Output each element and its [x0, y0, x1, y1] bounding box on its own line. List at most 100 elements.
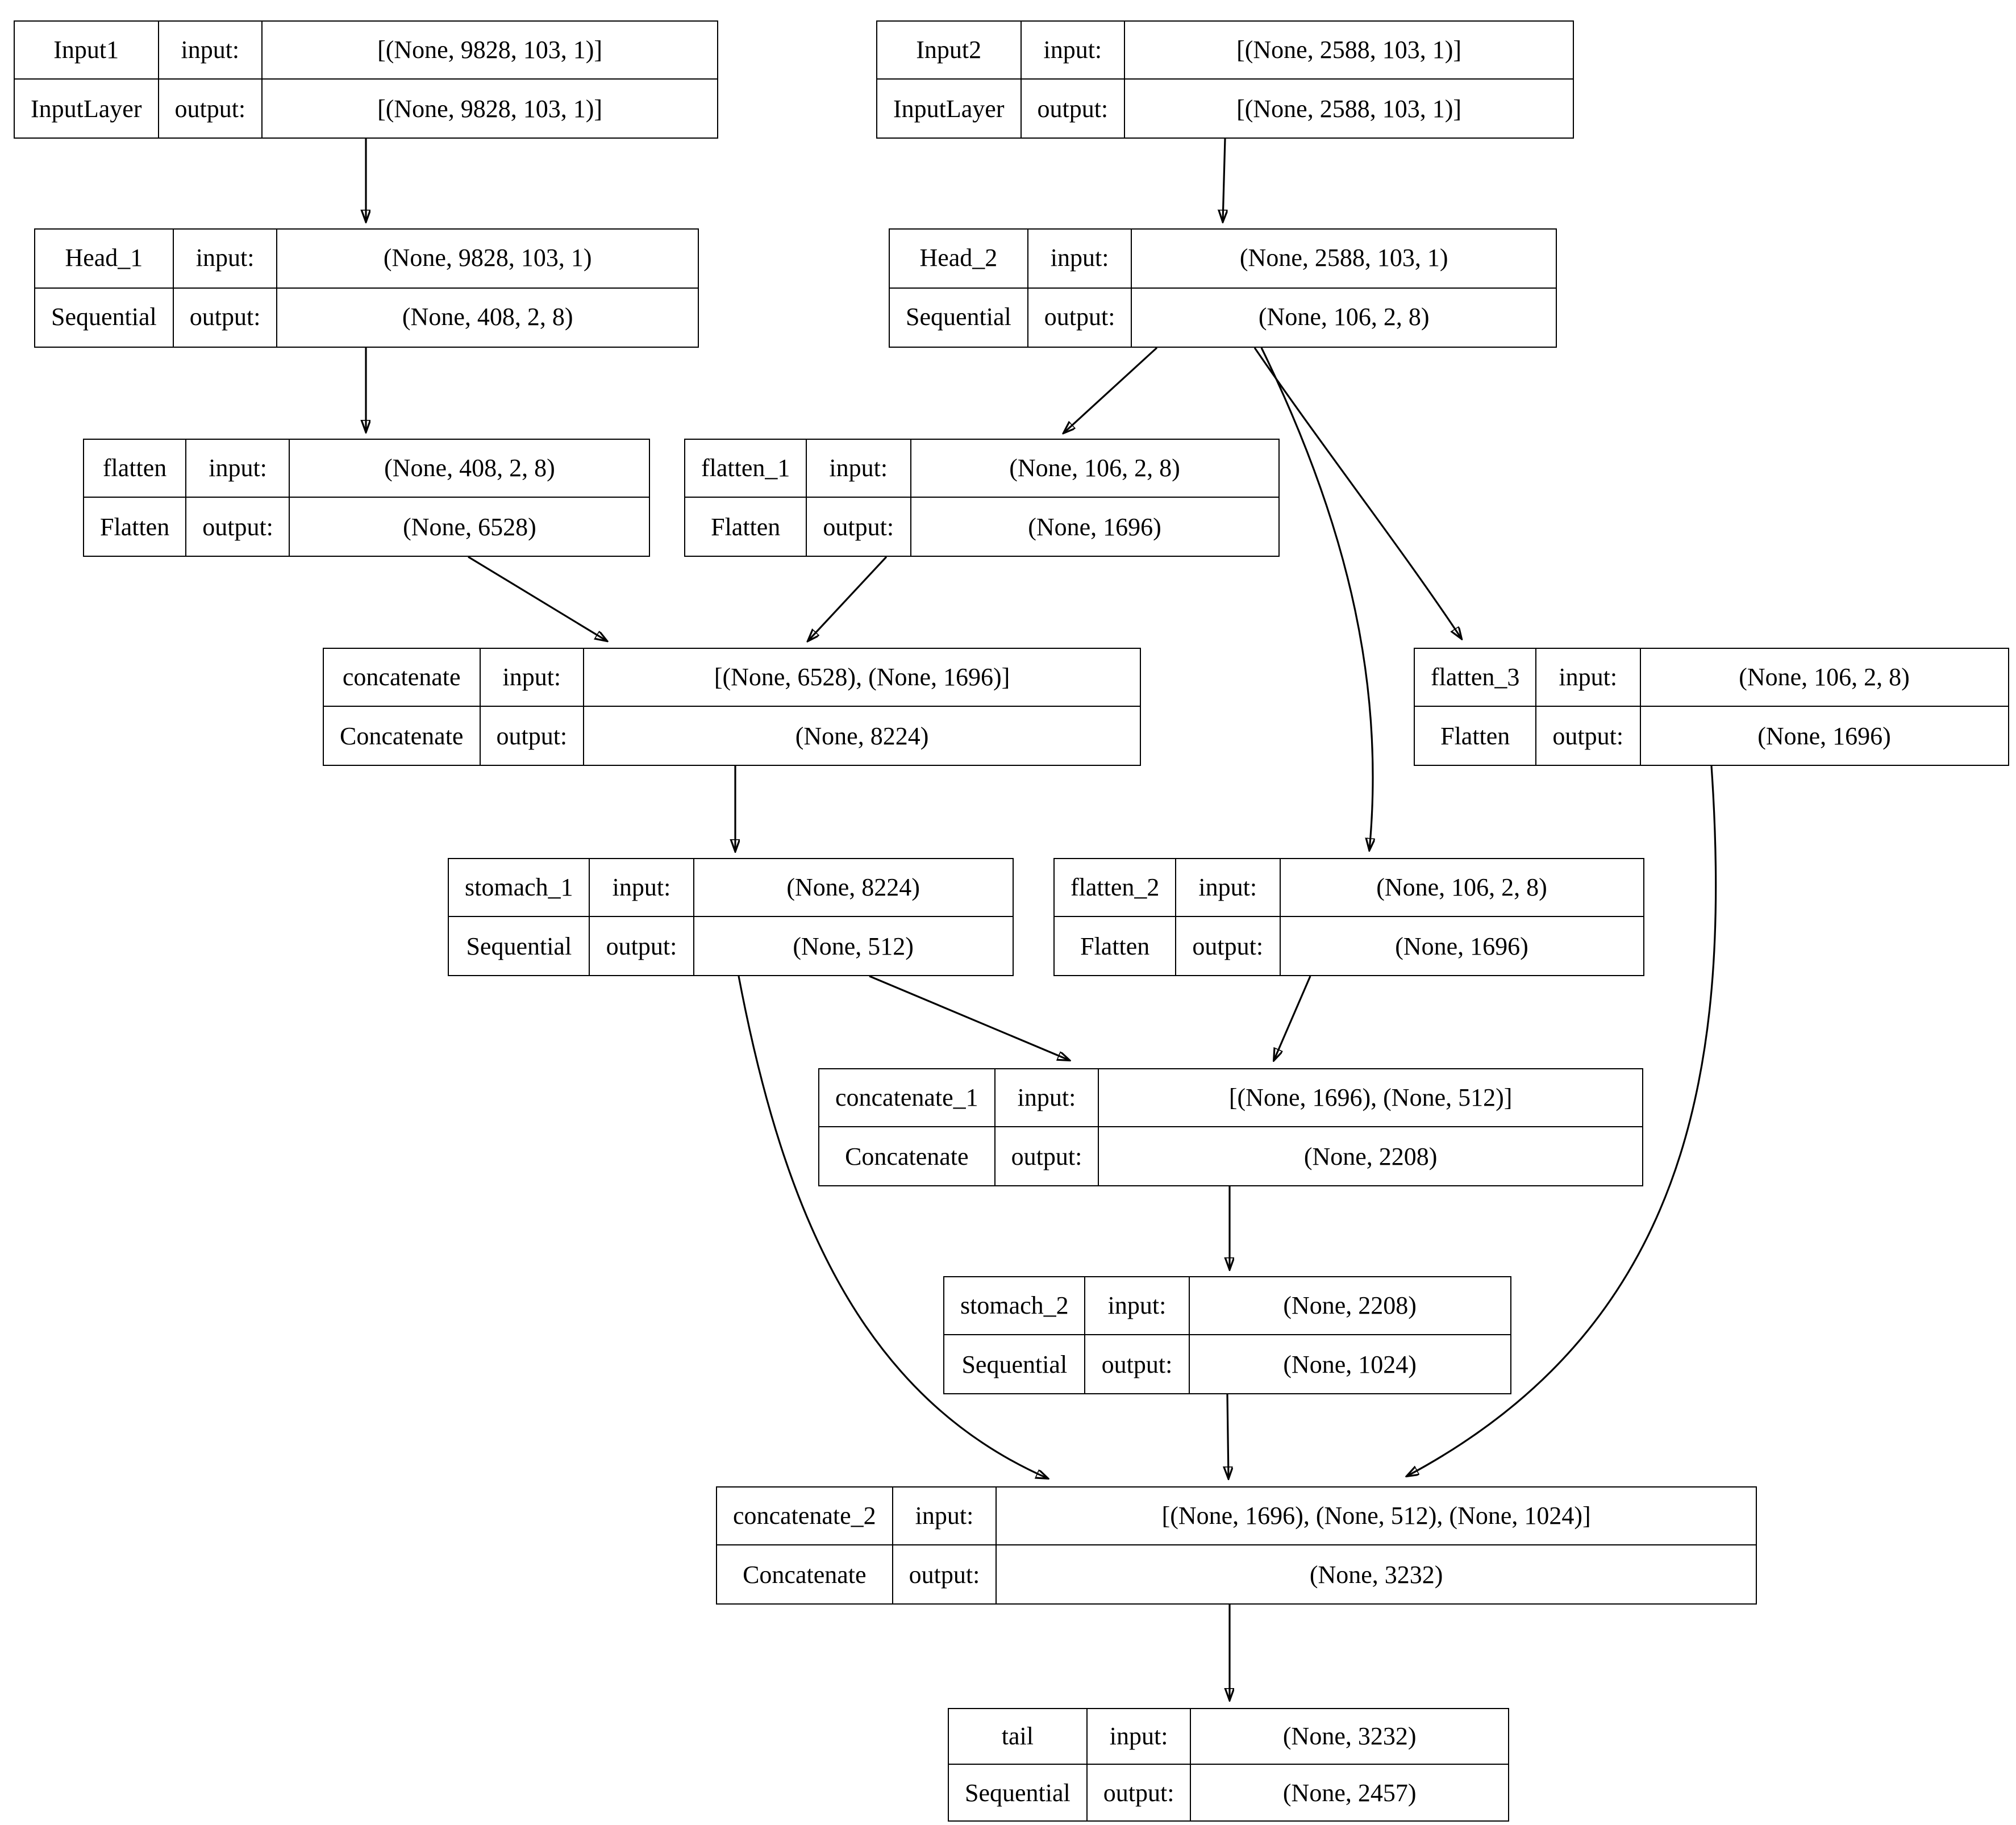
output-shape: (None, 408, 2, 8): [402, 302, 573, 331]
input-shape: (None, 3232): [1191, 1709, 1508, 1765]
layer-name: concatenate: [324, 649, 481, 707]
input-shape: [(None, 9828, 103, 1)]: [263, 22, 717, 80]
edge-input2-head2: [1223, 138, 1225, 222]
node-head-2: Head_2 input: (None, 2588, 103, 1) Seque…: [889, 228, 1557, 348]
output-shape: (None, 1024): [1283, 1349, 1417, 1378]
output-label: output:: [159, 80, 263, 138]
layer-type: Sequential: [449, 917, 590, 975]
output-shape: (None, 1696): [1028, 512, 1161, 540]
output-shape: [(None, 9828, 103, 1)]: [377, 94, 603, 122]
edge-head2-flatten3: [1253, 347, 1461, 639]
output-label: output:: [186, 498, 290, 556]
input-shape: (None, 106, 2, 8): [1640, 649, 2008, 707]
output-shape: (None, 6528): [403, 512, 536, 540]
edge-head2-flatten2: [1260, 347, 1373, 850]
layer-type: Sequential: [890, 288, 1028, 347]
output-label: output:: [995, 1127, 1099, 1185]
edge-flatten-concatenate: [468, 556, 607, 641]
layer-name: Input1: [15, 22, 159, 80]
layer-type: Flatten: [84, 498, 187, 556]
input-label: input:: [1028, 230, 1132, 288]
node-concatenate: concatenate input: [(None, 6528), (None,…: [323, 648, 1141, 766]
output-label: output:: [893, 1545, 997, 1603]
layer-type: Sequential: [35, 288, 174, 347]
input-label: input:: [186, 440, 290, 498]
output-shape: (None, 2457): [1282, 1778, 1417, 1806]
output-label: output:: [1536, 707, 1641, 765]
layer-type: InputLayer: [877, 80, 1022, 138]
layer-type: Concatenate: [324, 707, 481, 765]
layer-type: Concatenate: [717, 1545, 893, 1603]
node-concatenate-1: concatenate_1 input: [(None, 1696), (Non…: [818, 1068, 1643, 1186]
output-label: output:: [174, 288, 278, 347]
layer-name: concatenate_2: [717, 1488, 893, 1545]
layer-type: Sequential: [949, 1765, 1088, 1820]
input-shape: (None, 2208): [1189, 1277, 1510, 1335]
layer-type: InputLayer: [15, 80, 159, 138]
node-stomach-1: stomach_1 input: (None, 8224) Sequential…: [448, 858, 1014, 976]
output-label: output:: [1088, 1765, 1192, 1820]
layer-type: Flatten: [1415, 707, 1537, 765]
layer-name: flatten_3: [1415, 649, 1537, 707]
edge-stomach2-concatenate2: [1227, 1394, 1228, 1478]
layer-name: flatten_2: [1055, 859, 1177, 917]
input-shape: [(None, 1696), (None, 512)]: [1099, 1069, 1642, 1127]
input-label: input:: [480, 649, 585, 707]
layer-name: stomach_2: [944, 1277, 1086, 1335]
node-head-1: Head_1 input: (None, 9828, 103, 1) Seque…: [34, 228, 699, 348]
output-shape: (None, 8224): [795, 721, 929, 749]
output-shape: [(None, 2588, 103, 1)]: [1236, 94, 1462, 122]
output-shape: (None, 106, 2, 8): [1258, 302, 1430, 331]
input-shape: (None, 106, 2, 8): [1280, 859, 1643, 917]
layer-type: Sequential: [944, 1335, 1086, 1393]
layer-name: concatenate_1: [819, 1069, 995, 1127]
layer-name: tail: [949, 1709, 1088, 1765]
layer-type: Concatenate: [819, 1127, 995, 1185]
input-shape: (None, 8224): [694, 859, 1013, 917]
input-shape: (None, 408, 2, 8): [290, 440, 649, 498]
output-label: output:: [1021, 80, 1126, 138]
output-label: output:: [480, 707, 585, 765]
layer-name: Head_1: [35, 230, 174, 288]
input-shape: [(None, 6528), (None, 1696)]: [584, 649, 1140, 707]
input-label: input:: [173, 230, 278, 288]
node-concatenate-2: concatenate_2 input: [(None, 1696), (Non…: [716, 1486, 1757, 1605]
input-label: input:: [1176, 859, 1281, 917]
input-label: input:: [807, 440, 911, 498]
input-label: input:: [1536, 649, 1641, 707]
node-flatten-3: flatten_3 input: (None, 106, 2, 8) Flatt…: [1414, 648, 2009, 766]
node-stomach-2: stomach_2 input: (None, 2208) Sequential…: [943, 1276, 1511, 1394]
node-tail: tail input: (None, 3232) Sequential outp…: [948, 1708, 1509, 1822]
output-label: output:: [1176, 917, 1281, 975]
input-label: input:: [1085, 1277, 1190, 1335]
input-label: input:: [1087, 1709, 1192, 1765]
layer-name: Head_2: [890, 230, 1028, 288]
node-input2: Input2 input: [(None, 2588, 103, 1)] Inp…: [876, 20, 1574, 139]
input-shape: (None, 9828, 103, 1): [277, 230, 698, 288]
output-shape: (None, 3232): [1309, 1560, 1443, 1588]
layer-name: flatten: [84, 440, 187, 498]
node-input1: Input1 input: [(None, 9828, 103, 1)] Inp…: [14, 20, 718, 139]
input-shape: (None, 2588, 103, 1): [1132, 230, 1556, 288]
input-label: input:: [995, 1069, 1099, 1127]
output-shape: (None, 512): [793, 931, 914, 960]
edge-flatten1-concatenate: [808, 556, 888, 641]
input-label: input:: [590, 859, 694, 917]
layer-name: flatten_1: [685, 440, 807, 498]
layer-name: Input2: [877, 22, 1022, 80]
edge-stomach1-concatenate1: [869, 975, 1069, 1060]
edge-flatten3-concatenate2: [1407, 765, 1717, 1476]
input-label: input:: [159, 22, 263, 80]
input-shape: [(None, 2588, 103, 1)]: [1125, 22, 1573, 80]
node-flatten-2: flatten_2 input: (None, 106, 2, 8) Flatt…: [1053, 858, 1644, 976]
input-shape: [(None, 1696), (None, 512), (None, 1024)…: [997, 1488, 1756, 1545]
edge-head2-flatten1: [1064, 347, 1158, 433]
layer-name: stomach_1: [449, 859, 590, 917]
node-flatten: flatten input: (None, 408, 2, 8) Flatten…: [83, 439, 650, 557]
output-label: output:: [590, 917, 694, 975]
input-shape: (None, 106, 2, 8): [911, 440, 1278, 498]
edge-flatten2-concatenate1: [1274, 976, 1311, 1060]
output-shape: (None, 2208): [1303, 1141, 1438, 1170]
